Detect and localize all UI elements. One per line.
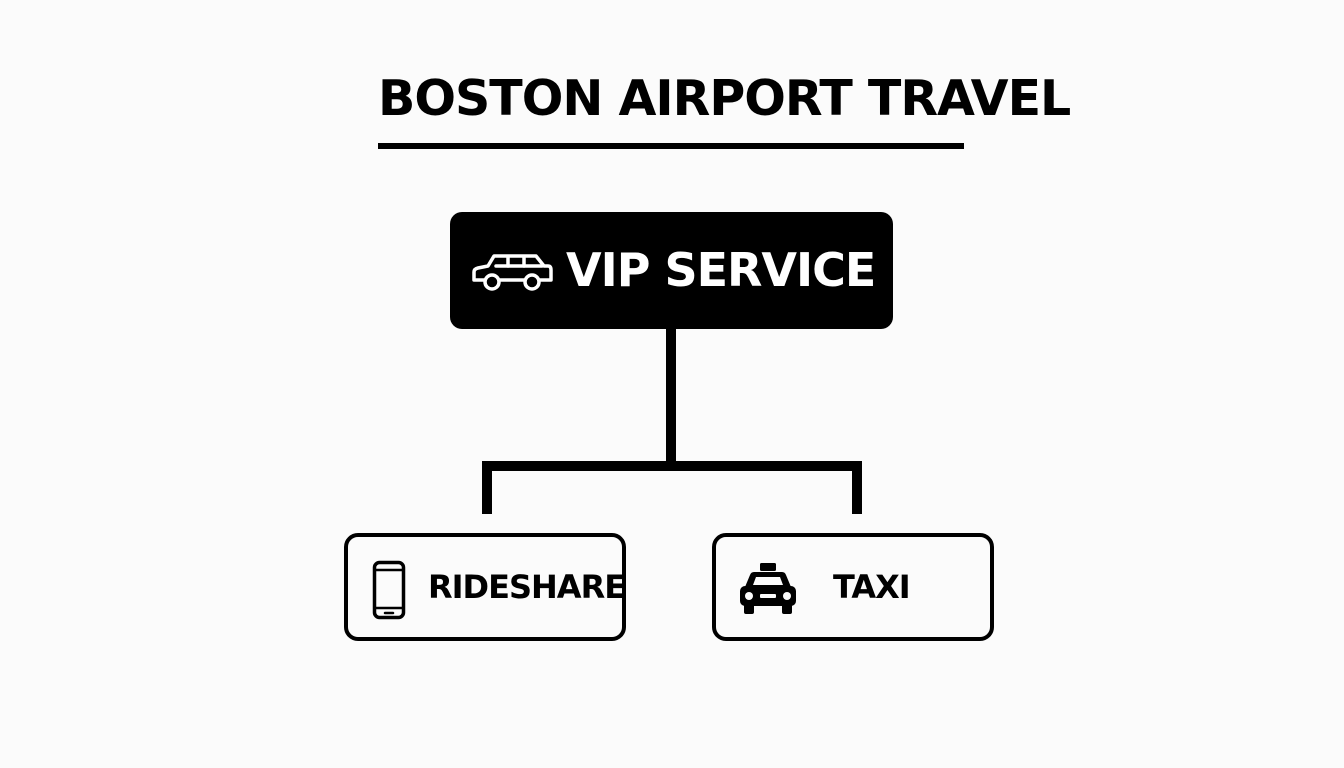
taxi-icon bbox=[740, 563, 796, 614]
vip-service-node: VIP SERVICE bbox=[450, 212, 893, 329]
limousine-icon bbox=[472, 254, 553, 291]
smartphone-icon bbox=[372, 560, 406, 620]
taxi-label: TAXI bbox=[833, 568, 911, 606]
diagram-title: BOSTON AIRPORT TRAVEL bbox=[378, 70, 1071, 127]
rideshare-label: RIDESHARE bbox=[428, 568, 626, 606]
taxi-node: TAXI bbox=[712, 533, 994, 641]
vip-service-label: VIP SERVICE bbox=[566, 243, 876, 297]
rideshare-node: RIDESHARE bbox=[344, 533, 626, 641]
title-underline bbox=[378, 143, 964, 149]
